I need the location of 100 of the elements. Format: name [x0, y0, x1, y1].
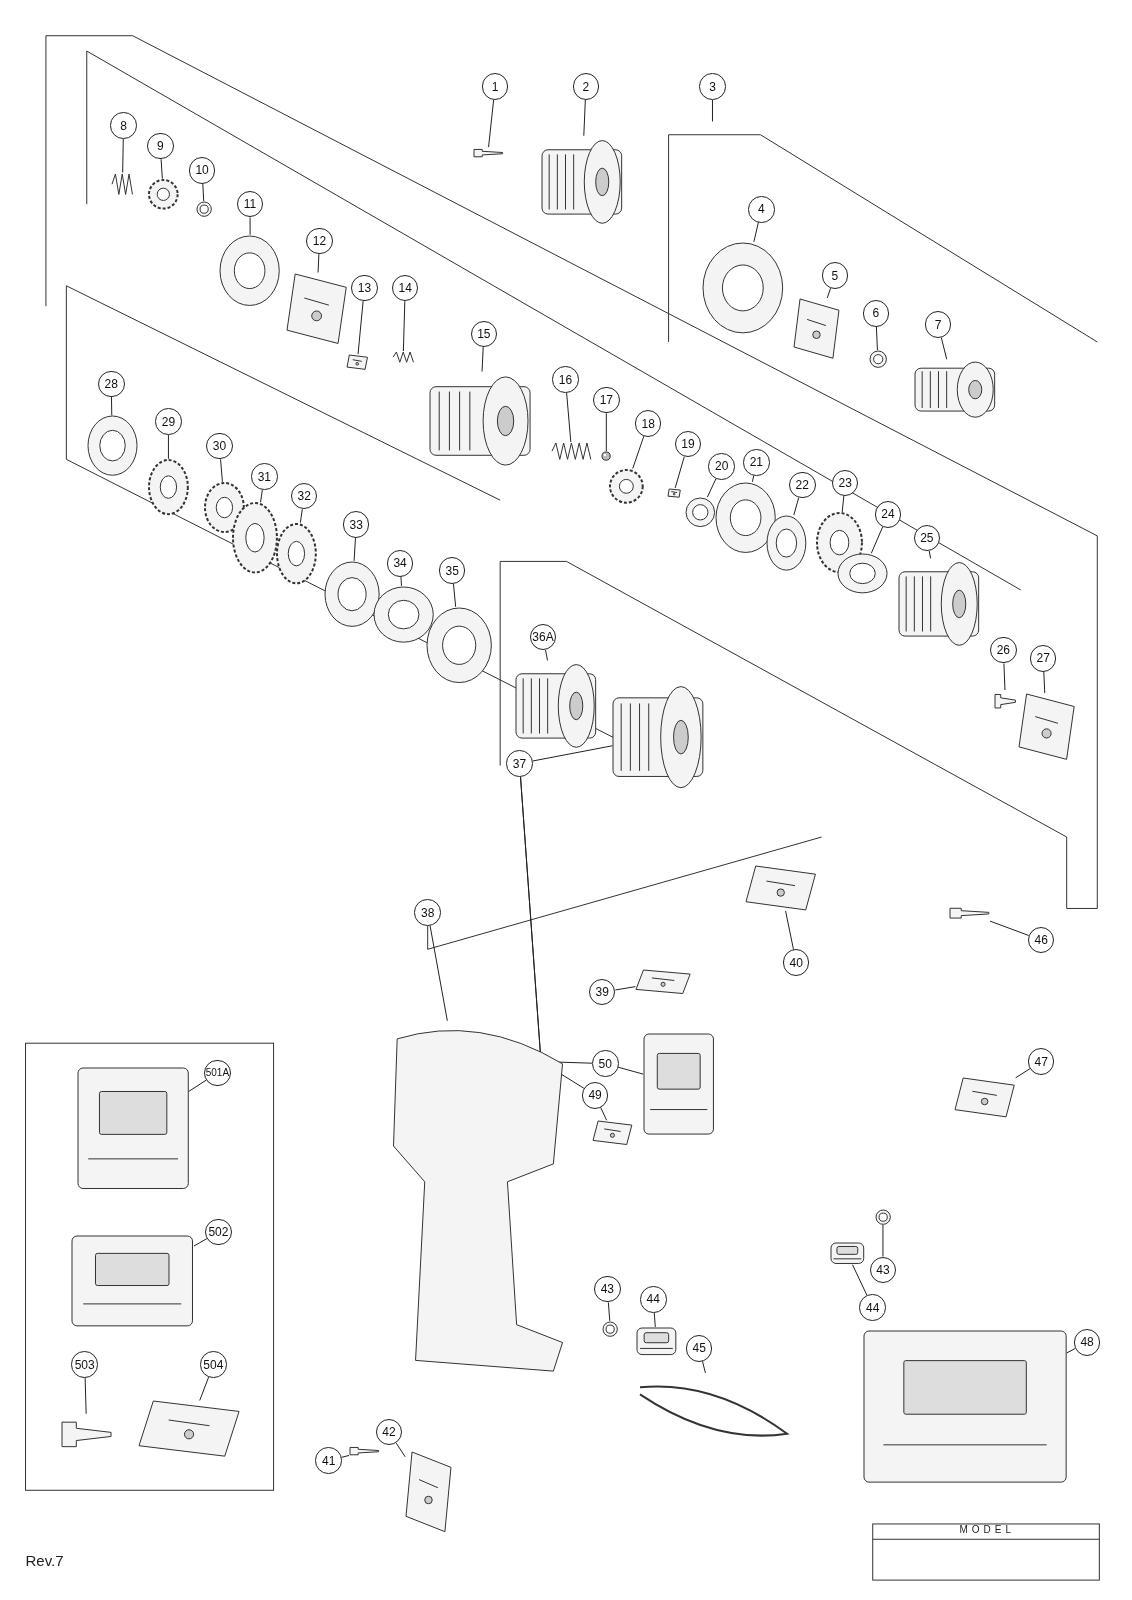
leader-line [84, 1377, 87, 1415]
callout-number: 8 [110, 112, 137, 139]
leader-line [1066, 1347, 1076, 1354]
callout-number: 48 [1073, 1329, 1101, 1356]
part-drawing [148, 178, 179, 210]
callout-number: 33 [342, 511, 370, 538]
callout-number: 501A [204, 1059, 231, 1087]
callout-number: 44 [640, 1286, 667, 1313]
leader-line [674, 456, 685, 489]
leader-line [260, 489, 263, 503]
leader-line [452, 583, 457, 608]
part-drawing [745, 865, 817, 911]
leader-line [400, 576, 402, 587]
part-drawing [602, 1320, 619, 1338]
callout-number: 19 [674, 430, 702, 458]
leader-line [249, 216, 251, 236]
part-drawing [232, 502, 279, 574]
callout-number: 504 [200, 1351, 227, 1378]
leader-line [870, 526, 884, 554]
leader-line [1043, 671, 1046, 694]
leader-line [706, 478, 717, 498]
part-drawing [949, 905, 991, 922]
callout-number: 28 [98, 370, 125, 398]
part-drawing [1017, 693, 1075, 761]
part-drawing [643, 1033, 715, 1136]
leader-line [317, 253, 320, 274]
leader-line [600, 1106, 608, 1121]
part-drawing [71, 1235, 194, 1327]
callout-number: 49 [581, 1081, 609, 1109]
part-drawing [913, 359, 996, 421]
callout-number: 44 [859, 1294, 886, 1321]
part-drawing [349, 1445, 380, 1458]
callout-number: 13 [351, 274, 378, 302]
part-drawing [76, 1066, 189, 1190]
part-drawing [426, 606, 493, 684]
leader-line [1015, 1068, 1031, 1079]
callout-number: 40 [782, 949, 810, 976]
callout-number: 43 [594, 1275, 621, 1303]
callout-number: 30 [206, 432, 233, 460]
leader-line [882, 1224, 884, 1258]
part-drawing [601, 451, 612, 462]
callout-number: 36A [529, 623, 557, 651]
part-drawing [472, 147, 504, 160]
part-drawing [635, 969, 692, 995]
callout-number: 22 [789, 471, 816, 499]
part-drawing [837, 553, 889, 595]
leader-line [653, 1312, 656, 1328]
leader-line [167, 434, 169, 460]
part-drawing [346, 354, 369, 371]
callout-number: 26 [990, 636, 1017, 664]
callout-number: 5 [821, 262, 849, 289]
leader-line [353, 537, 356, 562]
callout-number: 12 [306, 227, 333, 255]
callout-number: 14 [391, 274, 419, 302]
leader-line [299, 508, 303, 524]
callout-number: 11 [236, 190, 264, 218]
part-drawing [86, 415, 138, 477]
callout-number: 45 [685, 1335, 713, 1362]
leader-line [111, 396, 113, 416]
leader-line [940, 336, 948, 360]
leader-line [188, 1079, 207, 1092]
part-drawing [874, 1208, 892, 1225]
callout-number: 20 [708, 453, 735, 480]
leader-line [632, 435, 645, 469]
callout-number: 32 [290, 482, 318, 510]
leader-line [1003, 662, 1006, 691]
leader-line [989, 920, 1030, 936]
leader-line [395, 1442, 406, 1458]
part-drawing [285, 272, 348, 344]
leader-line [357, 300, 364, 355]
leader-line [702, 1360, 706, 1374]
callout-number: 31 [251, 463, 278, 490]
leader-line [753, 221, 759, 243]
callout-number: 38 [414, 899, 441, 926]
part-drawing [954, 1076, 1016, 1118]
callout-number: 4 [748, 195, 775, 223]
part-drawing [592, 1120, 633, 1146]
leader-line [826, 287, 832, 299]
leader-line [199, 1376, 210, 1401]
part-drawing [148, 458, 189, 515]
leader-line [928, 550, 932, 559]
callout-number: 21 [743, 449, 770, 476]
leader-line [785, 910, 794, 951]
leader-line [193, 1238, 208, 1247]
leader-line [583, 99, 586, 137]
callout-number: 9 [147, 132, 174, 160]
leader-line [520, 776, 585, 1089]
leader-line [402, 300, 406, 352]
leader-line [712, 99, 713, 122]
leader-line [617, 1066, 644, 1075]
callout-number: 25 [913, 524, 941, 552]
part-drawing [862, 1330, 1067, 1484]
callout-number: 24 [874, 501, 902, 528]
leader-line [614, 986, 636, 991]
part-drawing [219, 234, 281, 307]
part-drawing [702, 241, 784, 334]
model-heading: MODEL [959, 1523, 1016, 1535]
leader-line [341, 1454, 350, 1458]
leader-line [605, 412, 607, 452]
callout-number: 23 [831, 469, 859, 497]
